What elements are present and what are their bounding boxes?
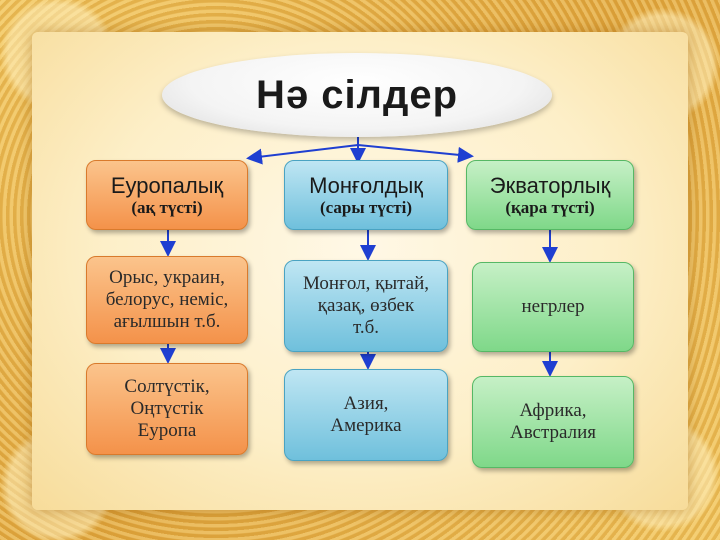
equatorial-regions-line: Африка, — [519, 400, 587, 422]
mongoloid-regions-line: Америка — [330, 415, 402, 436]
equatorial-heading: Экваторлық — [489, 172, 611, 198]
european-peoples-box: Орыс, украин, белорус, неміс, ағылшын т.… — [86, 256, 248, 344]
european-heading: Еуропалық — [110, 172, 224, 198]
european-regions-line: Оңтүстік — [130, 398, 204, 420]
title-oval: Нә сілдер — [162, 53, 552, 137]
european-subheading: (ақ түсті) — [131, 197, 203, 217]
european-peoples-line: ағылшын т.б. — [113, 310, 221, 332]
equatorial-regions-line: Австралия — [509, 422, 597, 443]
mongoloid-peoples-line: т.б. — [352, 316, 380, 338]
diagram-title: Нә сілдер — [255, 72, 459, 117]
mongoloid-heading: Монғолдық — [309, 172, 423, 198]
mongoloid-peoples-box: Монғол, қытай, қазақ, өзбек т.б. — [284, 260, 448, 352]
mongoloid-peoples-line: Монғол, қытай, — [303, 273, 429, 295]
mongoloid-regions-box: Азия, Америка — [284, 369, 448, 461]
equatorial-peoples-line: негрлер — [521, 296, 585, 318]
european-peoples-line: Орыс, украин, — [109, 267, 225, 289]
equatorial-heading-box: Экваторлық (қара түсті) — [466, 160, 634, 230]
arrow-title-to-european — [246, 144, 359, 165]
european-regions-line: Еуропа — [137, 419, 197, 441]
equatorial-subheading: (қара түсті) — [505, 197, 595, 217]
mongoloid-peoples-line: қазақ, өзбек — [317, 295, 415, 317]
mongoloid-subheading: (сары түсті) — [319, 197, 413, 217]
equatorial-peoples-box: негрлер — [472, 262, 634, 352]
european-peoples-line: белорус, неміс, — [105, 289, 229, 311]
european-regions-box: Солтүстік, Оңтүстік Еуропа — [86, 363, 248, 455]
european-heading-box: Еуропалық (ақ түсті) — [86, 160, 248, 230]
mongoloid-regions-line: Азия, — [343, 393, 389, 415]
mongoloid-heading-box: Монғолдық (сары түсті) — [284, 160, 448, 230]
equatorial-regions-box: Африка, Австралия — [472, 376, 634, 468]
european-regions-line: Солтүстік, — [124, 376, 210, 398]
arrow-title-to-equatorial — [357, 144, 474, 163]
